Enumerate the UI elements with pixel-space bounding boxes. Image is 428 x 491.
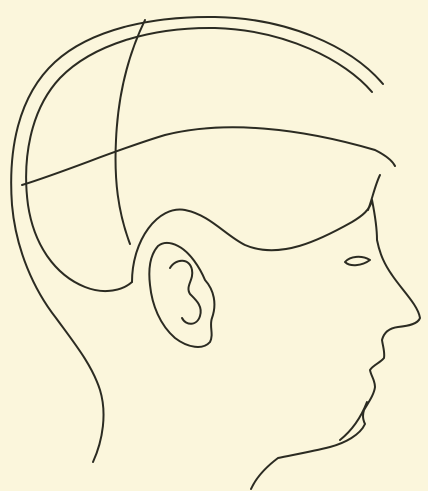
- head-profile-drawing: [0, 0, 428, 491]
- head-profile-figure: [0, 0, 428, 491]
